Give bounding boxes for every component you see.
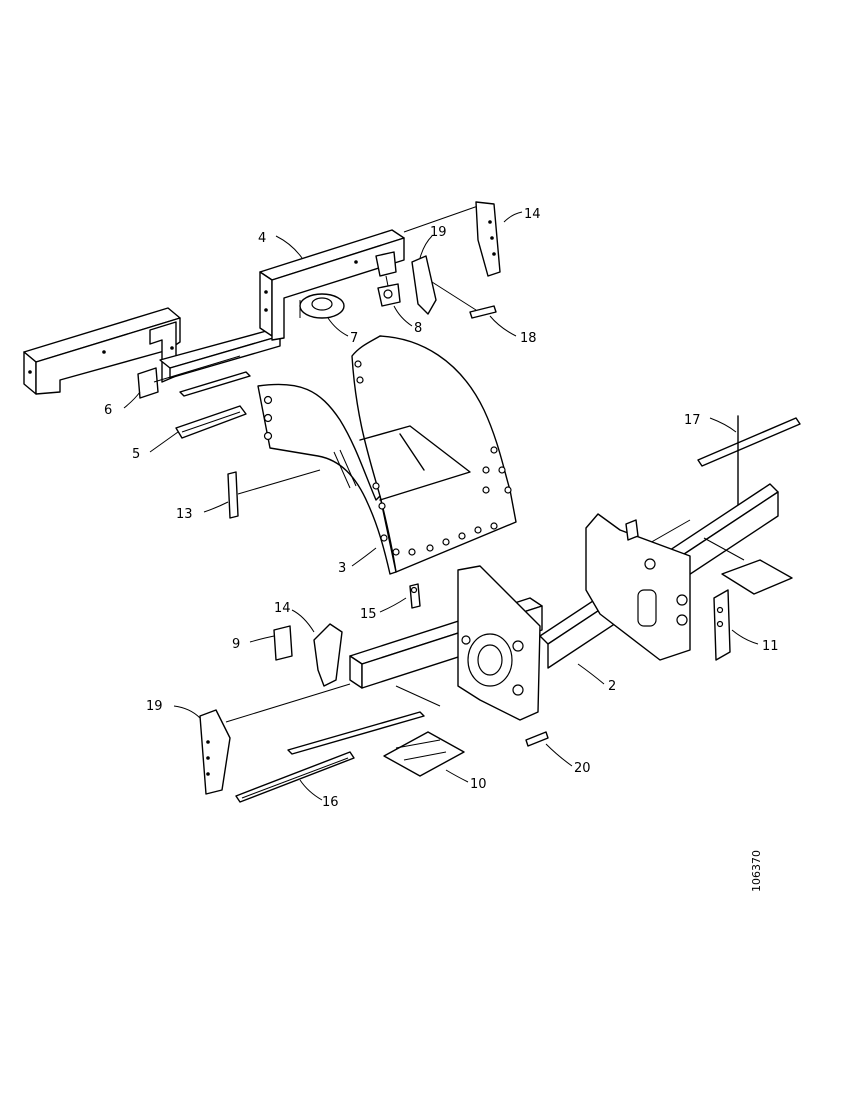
part-16-bar <box>235 751 355 803</box>
part-9-plate <box>273 625 293 661</box>
part-8-mount <box>375 251 401 307</box>
callout-labels: 4 14 19 7 8 18 6 5 13 3 17 15 14 9 19 11… <box>104 207 779 810</box>
callout-6: 6 <box>104 403 112 418</box>
callout-18: 18 <box>520 331 537 346</box>
part-19-bracket-top <box>411 255 437 315</box>
callout-14-lower: 14 <box>274 601 291 616</box>
part-19-bracket-lower <box>199 683 351 795</box>
callout-15: 15 <box>360 607 377 622</box>
callout-13: 13 <box>176 507 193 522</box>
callout-9: 9 <box>232 637 240 652</box>
callout-19-top: 19 <box>430 225 447 240</box>
part-13-spacer <box>227 469 321 519</box>
callout-2: 2 <box>608 679 616 694</box>
part-15-pin <box>409 583 421 609</box>
callout-14-top: 14 <box>524 207 541 222</box>
callout-20: 20 <box>574 761 591 776</box>
part-2-cross-member <box>349 483 779 721</box>
part-6-plate <box>137 367 159 399</box>
callout-16: 16 <box>322 795 339 810</box>
stiffener-upper <box>153 355 251 397</box>
part-14-gusset-top <box>475 201 501 277</box>
part-11-bracket <box>703 537 793 661</box>
part-4-upper-rail <box>23 229 405 395</box>
part-10-bracket <box>383 731 465 777</box>
part-7-flange <box>299 293 345 319</box>
callout-leaders <box>123 211 759 801</box>
part-14-gusset-lower <box>313 623 343 687</box>
part-3-wheel-housing <box>257 335 517 575</box>
callout-8: 8 <box>414 321 422 336</box>
part-5-bar <box>175 405 247 439</box>
callout-5: 5 <box>132 447 140 462</box>
part-20-bolt <box>525 731 549 747</box>
callout-4: 4 <box>258 231 266 246</box>
callout-7: 7 <box>350 331 358 346</box>
callout-10: 10 <box>470 777 487 792</box>
drawing-number: 106370 <box>750 850 763 892</box>
callout-19-lower: 19 <box>146 699 163 714</box>
part-18-strap <box>431 281 497 319</box>
callout-17: 17 <box>684 413 701 428</box>
stiffener-lower <box>287 685 441 755</box>
callout-3: 3 <box>338 561 346 576</box>
callout-11: 11 <box>762 639 779 654</box>
